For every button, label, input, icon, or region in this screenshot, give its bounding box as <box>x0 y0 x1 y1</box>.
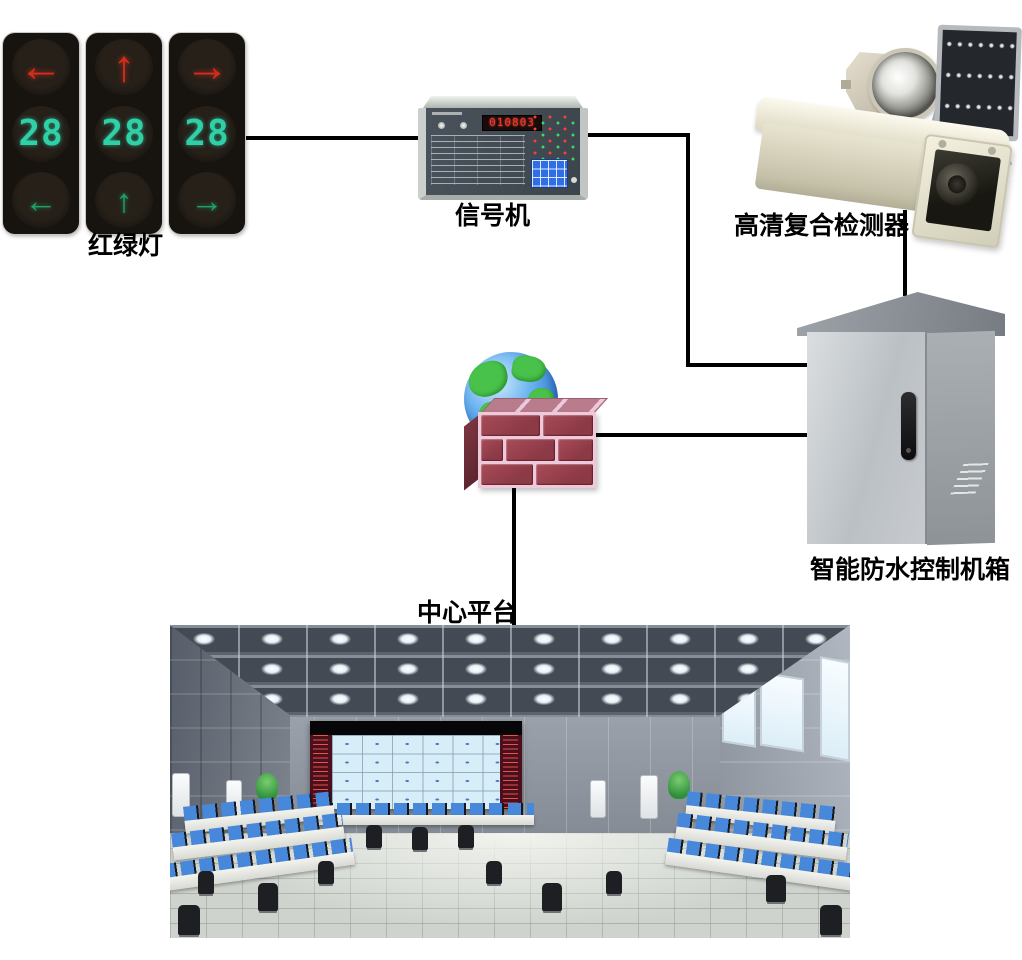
green-lamp: ↑ <box>95 172 153 228</box>
office-chair <box>412 827 428 850</box>
firewall-front-face <box>478 412 596 488</box>
hinge-icon <box>987 146 997 156</box>
keypad <box>531 159 568 188</box>
status-led-grid <box>531 113 575 163</box>
video-wall-header <box>310 721 522 735</box>
control-room-photo <box>170 625 850 938</box>
cabinet-side-panel <box>927 330 995 546</box>
traffic-light-unit-left: ← 28 ← <box>3 33 79 234</box>
connection-line-signalmachine-elbow-v <box>686 133 690 367</box>
camera-window <box>925 149 1002 232</box>
plant <box>668 771 690 799</box>
vent-grille <box>950 463 989 495</box>
right-arrow-red-icon: → <box>185 42 229 91</box>
camera-lens-icon <box>933 160 981 209</box>
green-lamp: ← <box>12 172 70 228</box>
center-platform-node <box>450 348 620 491</box>
countdown-lamp: 28 <box>12 105 70 162</box>
door-handle <box>901 392 916 460</box>
monitor-row <box>318 803 534 815</box>
workstation-row-center <box>318 803 534 825</box>
air-conditioner <box>640 775 658 819</box>
globe-landmass <box>510 353 548 385</box>
countdown-display: 28 <box>184 113 230 154</box>
red-lamp: → <box>178 39 236 95</box>
window <box>760 671 804 753</box>
left-arrow-green-icon: ← <box>24 181 58 219</box>
led-display: 010803 <box>482 115 542 131</box>
video-wall-right-panel <box>500 735 522 809</box>
hinge-icon <box>937 139 947 149</box>
brick <box>543 415 593 437</box>
countdown-lamp: 28 <box>95 105 153 162</box>
plant <box>256 773 278 801</box>
connection-line-firewall-controlroom <box>512 468 516 626</box>
connection-line-detector-cabinet <box>903 210 907 296</box>
connection-line-signalmachine-cabinet <box>686 363 810 367</box>
firewall-icon <box>462 398 610 491</box>
office-chair <box>820 905 842 935</box>
red-lamp: ← <box>12 39 70 95</box>
up-arrow-red-icon: ↑ <box>113 42 135 91</box>
door-lock <box>906 448 911 453</box>
office-chair <box>458 825 474 848</box>
cabinet-body <box>807 330 995 546</box>
control-cabinet-label: 智能防水控制机箱 <box>810 556 1011 584</box>
signal-machine-front-panel: 010803 <box>418 108 588 200</box>
countdown-lamp: 28 <box>178 105 236 162</box>
traffic-light-label: 红绿灯 <box>88 232 164 260</box>
countdown-display: 28 <box>18 113 64 154</box>
traffic-light-unit-right: → 28 → <box>169 33 245 234</box>
brick <box>506 439 556 461</box>
connection-line-trafficlight-signalmachine <box>245 136 418 140</box>
up-arrow-green-icon: ↑ <box>115 181 133 219</box>
countdown-display: 28 <box>101 113 147 154</box>
left-arrow-red-icon: ← <box>19 42 63 91</box>
center-platform-label: 中心平台 <box>417 599 518 627</box>
office-chair <box>366 825 382 848</box>
video-wall-screens <box>332 735 500 809</box>
cabinet-door <box>807 332 927 544</box>
brick <box>481 439 504 461</box>
cabinet-roof <box>797 292 1005 336</box>
indicator-dot <box>460 122 467 129</box>
office-chair <box>198 871 214 894</box>
green-lamp: → <box>178 172 236 228</box>
detector-label: 高清复合检测器 <box>734 212 910 240</box>
connection-line-signalmachine-elbow-h <box>588 133 690 137</box>
office-chair <box>766 875 786 902</box>
office-chair <box>178 905 200 935</box>
signal-machine-top-panel <box>423 96 583 108</box>
brick <box>481 415 541 437</box>
brick <box>558 439 593 461</box>
desk <box>318 815 534 825</box>
signal-machine-label: 信号机 <box>455 202 531 230</box>
red-lamp: ↑ <box>95 39 153 95</box>
office-chair <box>606 871 622 894</box>
video-wall-left-panel <box>310 735 332 809</box>
brick <box>481 463 533 485</box>
camera-lens-inner <box>946 174 968 195</box>
office-chair <box>542 883 562 911</box>
signal-machine-brand-mark <box>432 112 462 115</box>
knob <box>571 177 577 183</box>
air-conditioner <box>590 780 606 818</box>
camera-front-face <box>911 133 1013 249</box>
phase-table <box>431 135 525 185</box>
globe-landmass <box>464 357 512 401</box>
flash-lamp-mount <box>841 80 851 89</box>
right-arrow-green-icon: → <box>190 181 224 219</box>
office-chair <box>318 861 334 884</box>
video-wall <box>310 721 522 809</box>
signal-machine-node: 010803 <box>418 96 588 200</box>
office-chair <box>486 861 502 884</box>
control-cabinet-node <box>797 292 1005 550</box>
traffic-light-unit-up: ↑ 28 ↑ <box>86 33 162 234</box>
indicator-dot <box>438 122 445 129</box>
traffic-light-node: ← 28 ← ↑ 28 ↑ → 28 → <box>3 33 245 234</box>
connection-line-firewall-cabinet <box>578 433 820 437</box>
brick <box>535 463 593 485</box>
office-chair <box>258 883 278 911</box>
window <box>820 656 850 762</box>
